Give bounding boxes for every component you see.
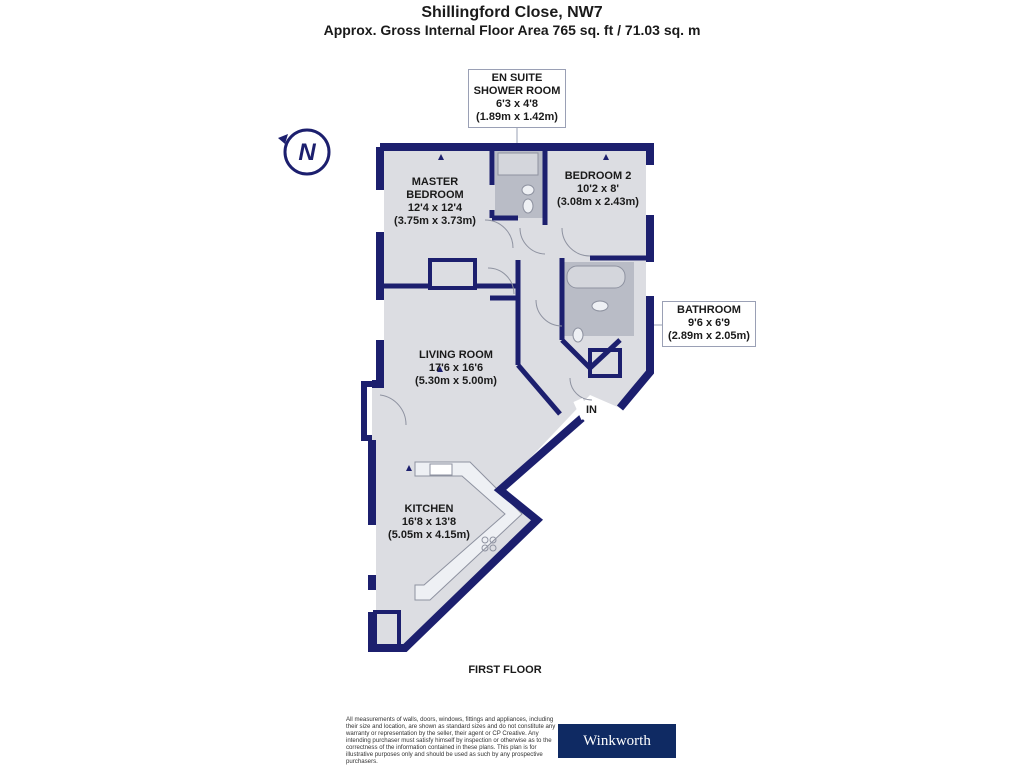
window bbox=[376, 190, 384, 232]
window bbox=[376, 300, 384, 340]
en-suite-basin bbox=[521, 184, 535, 196]
en-suite-callout: EN SUITE SHOWER ROOM 6'3 x 4'8 (1.89m x … bbox=[468, 69, 566, 128]
outer-wall-entry bbox=[368, 414, 585, 652]
brand-logo: Winkworth bbox=[558, 724, 676, 758]
bathroom-basin bbox=[591, 300, 609, 312]
hob-ring bbox=[481, 544, 489, 552]
wardrobe bbox=[428, 258, 477, 290]
window bbox=[368, 590, 376, 612]
en-suite-metric: (1.89m x 1.42m) bbox=[476, 111, 558, 123]
window bbox=[646, 165, 654, 215]
kitchen-label: KITCHEN 16'8 x 13'8 (5.05m x 4.15m) bbox=[388, 503, 470, 541]
bathtub bbox=[566, 265, 626, 289]
page-subtitle: Approx. Gross Internal Floor Area 765 sq… bbox=[323, 22, 701, 38]
cupboard bbox=[373, 610, 401, 648]
door-markers bbox=[406, 154, 609, 471]
bedroom-2-label: BEDROOM 2 10'2 x 8' (3.08m x 2.43m) bbox=[557, 170, 639, 208]
master-bedroom-label: MASTER BEDROOM 12'4 x 12'4 (3.75m x 3.73… bbox=[394, 176, 476, 227]
bathroom-toilet bbox=[572, 327, 584, 343]
disclaimer-text: All measurements of walls, doors, window… bbox=[346, 716, 556, 765]
hob-ring bbox=[481, 536, 489, 544]
internal-walls bbox=[380, 150, 646, 416]
entrance-gap bbox=[573, 397, 591, 421]
kitchen-sink bbox=[429, 463, 453, 476]
en-suite-toilet bbox=[522, 198, 534, 214]
bathroom-metric: (2.89m x 2.05m) bbox=[668, 330, 750, 342]
en-suite-name-2: SHOWER ROOM bbox=[473, 85, 561, 97]
window bbox=[368, 525, 376, 575]
en-suite-name: EN SUITE bbox=[491, 72, 543, 84]
entrance-label: IN bbox=[586, 404, 597, 416]
bathroom-name: BATHROOM bbox=[677, 304, 741, 316]
en-suite-imperial: 6'3 x 4'8 bbox=[496, 98, 538, 110]
hob-ring bbox=[489, 536, 497, 544]
utility-cupboard bbox=[588, 348, 622, 378]
window bbox=[646, 262, 654, 296]
bathroom-callout: BATHROOM 9'6 x 6'9 (2.89m x 2.05m) bbox=[662, 301, 756, 347]
outer-wall bbox=[380, 143, 654, 411]
hob-ring bbox=[489, 544, 497, 552]
bathroom-imperial: 9'6 x 6'9 bbox=[688, 317, 730, 329]
door-swings bbox=[379, 219, 593, 426]
living-room-label: LIVING ROOM 17'6 x 16'6 (5.30m x 5.00m) bbox=[415, 349, 497, 387]
outer-wall-left bbox=[372, 147, 384, 388]
svg-text:N: N bbox=[298, 139, 316, 166]
page-title: Shillingford Close, NW7 bbox=[421, 4, 603, 21]
compass-icon: N bbox=[278, 128, 331, 176]
bay-wall bbox=[361, 381, 372, 441]
floor-label: FIRST FLOOR bbox=[468, 664, 542, 676]
shower-tray bbox=[497, 152, 539, 176]
